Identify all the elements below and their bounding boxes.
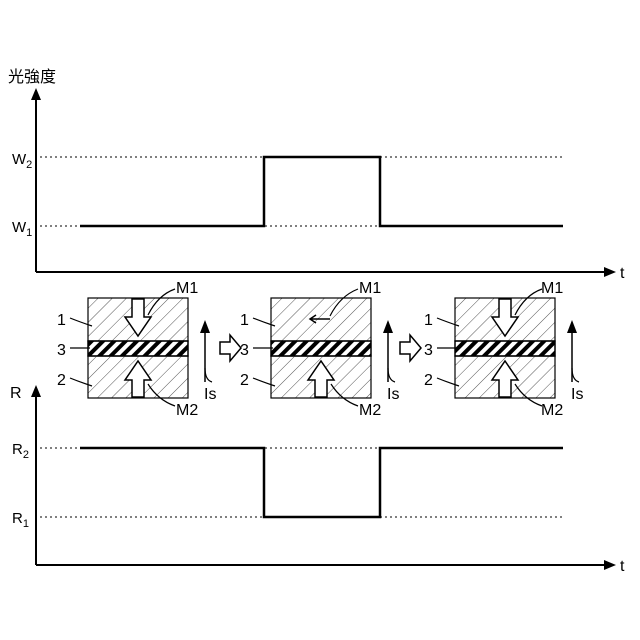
element-2-label-m2: M2	[359, 402, 381, 419]
element-3-label-m1: M1	[541, 280, 563, 297]
bottom-x-axis-arrow	[604, 560, 616, 570]
element-1-label-2: 2	[57, 372, 66, 389]
bottom-y-axis-label: R	[10, 385, 22, 402]
element-3-current-arrowhead	[567, 320, 577, 333]
bottom-y-axis-arrow	[31, 385, 41, 397]
element-1-label-m1: M1	[176, 280, 198, 297]
top-level-high-label: W2	[12, 151, 32, 171]
bottom-level-low-label: R1	[12, 510, 29, 530]
top-y-axis-arrow	[31, 88, 41, 100]
element-2: 1 3 2 M1 M2 Is	[240, 280, 399, 419]
element-2-label-2: 2	[240, 372, 249, 389]
top-x-axis-arrow	[604, 267, 616, 277]
element-1-leader-is	[205, 368, 212, 382]
element-3-label-3: 3	[424, 342, 433, 359]
element-2-leader-is	[388, 368, 395, 382]
top-y-axis-label: 光強度	[8, 68, 56, 86]
top-x-axis-label: t	[620, 265, 625, 282]
top-signal-trace	[80, 157, 563, 226]
element-2-label-is: Is	[387, 386, 399, 403]
element-3-label-1: 1	[424, 312, 433, 329]
element-3: 1 3 2 M1 M2 Is	[424, 280, 583, 419]
element-1: 1 3 2 M1 M2 Is	[57, 280, 216, 419]
top-graph: 光強度 t W2 W1	[8, 68, 625, 282]
element-3-label-2: 2	[424, 372, 433, 389]
element-1-current-arrowhead	[200, 320, 210, 333]
element-3-barrier-layer	[455, 341, 555, 356]
element-2-label-m1: M1	[359, 280, 381, 297]
bottom-x-axis-label: t	[620, 558, 625, 575]
element-1-label-m2: M2	[176, 402, 198, 419]
element-3-leader-is	[572, 368, 579, 382]
bottom-signal-trace	[80, 448, 563, 517]
element-1-label-3: 3	[57, 342, 66, 359]
element-3-label-is: Is	[571, 386, 583, 403]
element-1-label-1: 1	[57, 312, 66, 329]
element-3-label-m2: M2	[541, 402, 563, 419]
bottom-level-high-label: R2	[12, 441, 29, 461]
bottom-graph: R t R2 R1	[10, 385, 625, 575]
element-2-barrier-layer	[271, 341, 371, 356]
transition-arrow-2	[400, 335, 421, 361]
transition-arrow-1	[220, 335, 241, 361]
element-2-label-3: 3	[240, 342, 249, 359]
element-2-current-arrowhead	[383, 320, 393, 333]
top-level-low-label: W1	[12, 219, 32, 239]
element-1-label-is: Is	[204, 386, 216, 403]
element-2-label-1: 1	[240, 312, 249, 329]
element-1-barrier-layer	[88, 341, 188, 356]
